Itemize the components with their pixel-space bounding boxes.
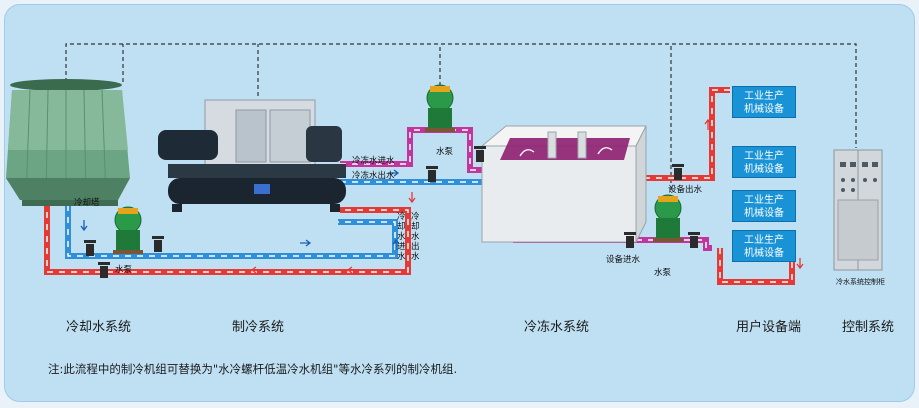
label-cooling-tower: 冷却塔 — [74, 197, 100, 208]
arrow-right — [388, 169, 400, 177]
equipment-box-line1: 工业生产 — [744, 235, 784, 246]
section-refrigeration: 制冷系统 — [232, 320, 285, 335]
user-hot-pipe — [632, 87, 795, 285]
pump-icon — [653, 194, 683, 242]
equipment-box-line2: 机械设备 — [744, 104, 784, 115]
arrow-right — [300, 239, 312, 247]
control-cabinet — [833, 149, 883, 271]
cooling-water-cold-pipe — [65, 205, 398, 259]
equipment-box-line1: 工业生产 — [744, 195, 784, 206]
equipment-box-line1: 工业生产 — [744, 151, 784, 162]
control-lines — [65, 43, 857, 190]
label-pump-chilled: 水泵 — [436, 146, 454, 157]
pump-icon — [113, 206, 143, 254]
arrow-left — [250, 266, 262, 274]
label-pump-cooling: 水泵 — [115, 264, 133, 275]
cooling-water-hot-pipe — [44, 200, 411, 275]
equipment-box: 工业生产 机械设备 — [732, 86, 796, 118]
section-control: 控制系统 — [842, 320, 895, 335]
label-equipment-inlet: 设备进水 — [606, 254, 641, 265]
pump-icon — [425, 84, 455, 132]
arrow-down — [408, 192, 416, 204]
equipment-box: 工业生产 机械设备 — [732, 190, 796, 222]
arrow-left — [346, 266, 358, 274]
equipment-box-line2: 机械设备 — [744, 248, 784, 259]
label-equipment-outlet: 设备出水 — [668, 184, 703, 195]
equipment-box: 工业生产 机械设备 — [732, 230, 796, 262]
label-pump-user: 水泵 — [654, 267, 672, 278]
label-cooling-water-out: 冷却水出水 — [411, 212, 420, 262]
arrow-down — [80, 220, 88, 232]
label-chilled-water-in: 冷冻水进水 — [352, 155, 395, 166]
label-chilled-water-out: 冷冻水出水 — [352, 170, 395, 181]
chilled-water-tank — [480, 125, 647, 243]
label-control-cabinet: 冷水系统控制柜 — [836, 277, 885, 286]
label-cooling-water-in: 冷却水进水 — [397, 212, 406, 262]
section-user-equipment: 用户设备端 — [736, 320, 802, 335]
arrow-up — [704, 118, 712, 130]
section-cooling-water: 冷却水系统 — [66, 320, 132, 335]
arrow-up — [392, 238, 400, 250]
equipment-box-line2: 机械设备 — [744, 164, 784, 175]
cooling-tower — [6, 79, 130, 206]
arrow-down — [796, 258, 804, 270]
footnote: 注:此流程中的制冷机组可替换为"水冷螺杆低温冷水机组"等水冷系列的制冷机组. — [48, 362, 458, 376]
flow-arrows — [80, 118, 804, 274]
section-chilled-water: 冷冻水系统 — [524, 320, 590, 335]
chiller-unit — [158, 99, 346, 212]
equipment-box-line2: 机械设备 — [744, 208, 784, 219]
valve-icon — [84, 146, 700, 278]
equipment-box-line1: 工业生产 — [744, 91, 784, 102]
equipment-box: 工业生产 机械设备 — [732, 146, 796, 178]
